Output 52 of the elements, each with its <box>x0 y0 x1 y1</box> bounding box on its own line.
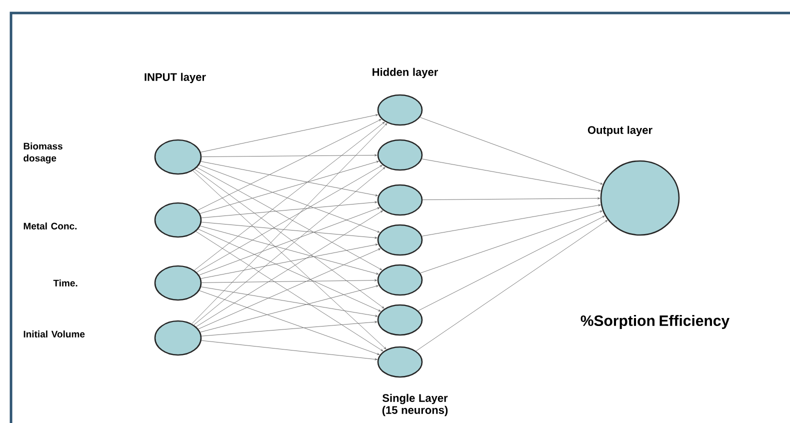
arrow <box>198 164 380 233</box>
arrow <box>200 160 379 214</box>
arrow <box>418 216 605 311</box>
arrow <box>194 122 385 270</box>
arrow <box>420 210 602 274</box>
arrow <box>200 286 378 317</box>
arrow <box>198 228 381 312</box>
arrow <box>416 220 608 352</box>
arrow <box>192 123 388 324</box>
arrow <box>198 248 381 330</box>
neuron-circle <box>377 224 423 256</box>
arrow <box>201 321 378 336</box>
layer-heading: Output layer <box>588 126 652 136</box>
arrow <box>200 285 378 332</box>
arrow <box>197 119 382 210</box>
arrow <box>192 170 386 350</box>
arrow <box>201 201 378 218</box>
layer-heading: Hidden layer <box>372 68 438 78</box>
neuron-circle <box>600 160 680 236</box>
arrow <box>199 290 380 355</box>
arrow <box>422 197 600 200</box>
arrow <box>200 114 378 152</box>
input-label: Biomass dosage <box>24 142 62 164</box>
neuron-circle <box>154 202 202 238</box>
output-label: %Sorption Efficiency <box>580 315 730 329</box>
arrow <box>198 207 380 276</box>
neuron-circle <box>377 94 423 126</box>
caption-text: Single Layer (15 neurons) <box>382 394 448 416</box>
arrow <box>196 231 384 352</box>
layer-heading: INPUT layer <box>144 72 206 84</box>
arrow <box>201 222 378 239</box>
arrow <box>422 204 601 236</box>
arrow <box>422 158 601 192</box>
arrow <box>200 226 379 275</box>
arrow <box>200 161 378 196</box>
input-label: Metal Conc. <box>24 222 77 230</box>
arrow <box>201 279 377 283</box>
neuron-circle <box>377 184 423 216</box>
input-label: Initial Volume <box>24 330 85 338</box>
input-label: Time. <box>53 280 78 286</box>
neuron-circle <box>154 320 202 356</box>
arrow <box>200 244 378 279</box>
neuron-circle <box>377 139 423 171</box>
neuron-circle <box>154 265 202 301</box>
neuron-circle <box>377 304 423 336</box>
arrow <box>420 117 603 185</box>
neuron-circle <box>154 139 202 175</box>
arrow <box>196 210 383 327</box>
arrow <box>201 340 378 360</box>
arrow <box>201 154 377 158</box>
neuron-circle <box>377 264 423 296</box>
neuron-circle <box>377 346 423 378</box>
